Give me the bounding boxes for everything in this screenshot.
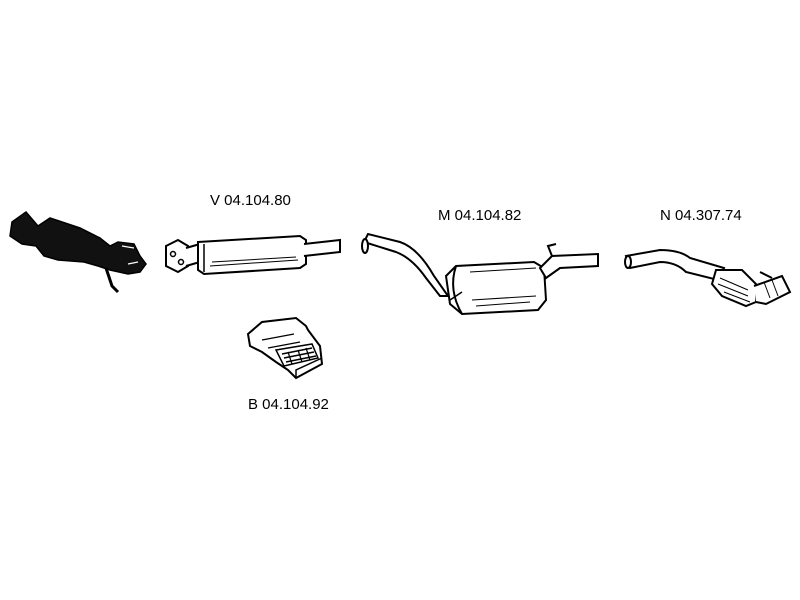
mounting-kit-part[interactable] xyxy=(246,316,324,380)
rear-pipe-part[interactable] xyxy=(624,248,792,308)
front-silencer-label: V 04.104.80 xyxy=(210,192,291,209)
middle-silencer-part[interactable] xyxy=(361,232,599,316)
rear-pipe-label: N 04.307.74 xyxy=(660,207,742,224)
front-silencer-part[interactable] xyxy=(165,234,341,276)
middle-silencer-label: M 04.104.82 xyxy=(438,207,521,224)
mounting-kit-label: B 04.104.92 xyxy=(248,396,329,413)
catalyst-part[interactable] xyxy=(9,210,147,294)
